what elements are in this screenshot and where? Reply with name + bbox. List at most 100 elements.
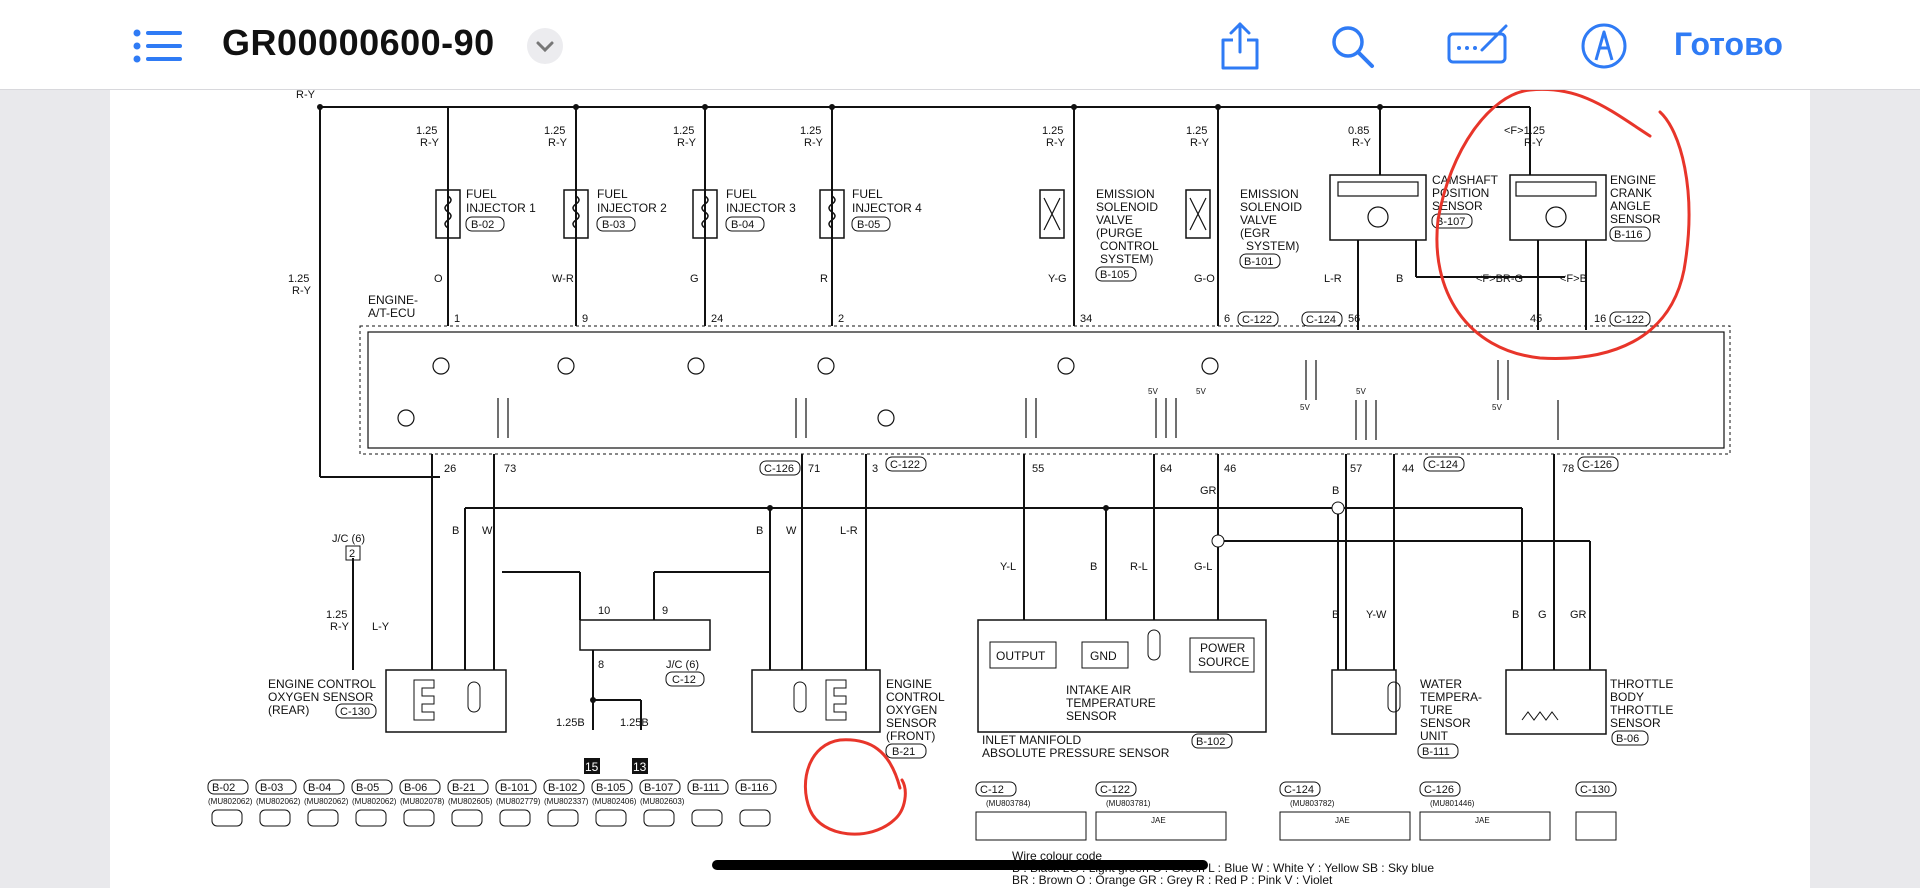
svg-text:1.25: 1.25	[544, 125, 565, 137]
connector-tag	[1095, 781, 1137, 797]
svg-text:B-116: B-116	[1614, 229, 1643, 241]
svg-text:SYSTEM): SYSTEM)	[1246, 239, 1299, 253]
svg-text:B-21: B-21	[892, 746, 915, 758]
svg-text:C-130: C-130	[340, 706, 370, 718]
connector-tag	[1575, 781, 1617, 797]
connector-tag	[735, 779, 777, 795]
list-icon[interactable]	[132, 26, 184, 66]
svg-text:8: 8	[598, 659, 604, 671]
svg-text:5V: 5V	[1148, 387, 1158, 396]
home-indicator	[712, 860, 1208, 870]
connector-part-code: (MU802603)	[640, 797, 685, 806]
svg-text:B-111: B-111	[1422, 746, 1450, 758]
svg-text:2: 2	[838, 313, 844, 325]
svg-text:WATER: WATER	[1420, 677, 1462, 691]
svg-text:EMISSION: EMISSION	[1096, 187, 1155, 201]
connector-shape	[451, 809, 483, 827]
svg-text:C-122: C-122	[1614, 314, 1644, 326]
document-title[interactable]: GR00000600-90	[222, 22, 495, 63]
done-button[interactable]: Готово	[1674, 26, 1783, 62]
svg-text:SENSOR: SENSOR	[1066, 709, 1117, 723]
red-annotation-circle-b116	[803, 738, 907, 836]
svg-text:24: 24	[711, 313, 723, 325]
fuel-injector-4: 1.25 R-Y FUEL INJECTOR 4 B-05 R 2	[800, 125, 922, 325]
connector-tag	[495, 779, 537, 795]
svg-text:G-O: G-O	[1194, 273, 1215, 285]
svg-text:FUEL: FUEL	[597, 187, 628, 201]
pen-icon[interactable]	[1580, 22, 1628, 70]
connector-tag-label: B-101	[500, 782, 529, 794]
connector-tag-label: C-124	[1284, 784, 1314, 796]
svg-text:INLET MANIFOLD: INLET MANIFOLD	[982, 733, 1081, 747]
connector-pin-grid	[1095, 811, 1227, 841]
svg-text:5V: 5V	[1300, 403, 1310, 412]
search-icon[interactable]	[1330, 24, 1376, 70]
connector-tag-label: B-06	[404, 782, 427, 794]
svg-text:B: B	[1512, 609, 1519, 621]
svg-text:R-Y: R-Y	[1524, 137, 1544, 149]
svg-text:(FRONT): (FRONT)	[886, 729, 935, 743]
document-page[interactable]: R-Y 1.25 R-Y FUEL INJECTOR 1 B-02 O 1 1.…	[110, 90, 1810, 888]
connector-shape	[259, 809, 291, 827]
svg-text:ANGLE: ANGLE	[1610, 199, 1651, 213]
svg-text:INJECTOR 4: INJECTOR 4	[852, 201, 922, 215]
svg-text:B-02: B-02	[471, 219, 494, 231]
connector-part-code: (MU802062)	[208, 797, 253, 806]
svg-text:BR : Brown O : Orange GR: BR : Brown O : Orange GR : Grey R : Red …	[1012, 873, 1333, 887]
svg-text:(REAR): (REAR)	[268, 703, 309, 717]
connector-part-code: (MU803784)	[986, 799, 1031, 808]
svg-text:64: 64	[1160, 463, 1172, 475]
fuel-injector-1: 1.25 R-Y FUEL INJECTOR 1 B-02 O 1	[416, 125, 536, 325]
connector-tag-label: B-02	[212, 782, 235, 794]
markup-icon[interactable]	[1446, 22, 1512, 68]
connector-part-code: (MU802062)	[256, 797, 301, 806]
svg-text:34: 34	[1080, 313, 1092, 325]
svg-text:CONTROL: CONTROL	[1100, 239, 1159, 253]
svg-text:B-04: B-04	[731, 219, 754, 231]
svg-text:GND: GND	[1090, 649, 1117, 663]
connector-part-code: (MU802337)	[544, 797, 589, 806]
connector-tag	[351, 779, 393, 795]
connector-tag-label: B-111	[692, 782, 720, 794]
svg-text:ENGINE: ENGINE	[886, 677, 932, 691]
svg-text:EMISSION: EMISSION	[1240, 187, 1299, 201]
connector-tag	[591, 779, 633, 795]
svg-text:INJECTOR 2: INJECTOR 2	[597, 201, 667, 215]
connector-part-code: (MU802062)	[352, 797, 397, 806]
svg-text:OXYGEN: OXYGEN	[886, 703, 937, 717]
svg-text:57: 57	[1350, 463, 1362, 475]
svg-text:B: B	[1090, 561, 1097, 573]
emission-solenoid-valve-egr: 1.25 R-Y EMISSION SOLENOID VALVE (EGR SY…	[1185, 125, 1302, 327]
svg-text:SENSOR: SENSOR	[1610, 716, 1661, 730]
connector-tag-label: C-12	[980, 784, 1004, 796]
svg-text:Y-G: Y-G	[1048, 273, 1067, 285]
svg-text:9: 9	[662, 605, 668, 617]
connector-part-code: (MU801446)	[1430, 799, 1475, 808]
svg-text:ENGINE: ENGINE	[1610, 173, 1656, 187]
svg-text:B: B	[756, 525, 763, 537]
wire-color-labels: B W B W L-R Y-L B R-L G-L GR B B Y-W B G…	[452, 485, 1587, 621]
svg-text:0.85: 0.85	[1348, 125, 1369, 137]
svg-text:1.25: 1.25	[416, 125, 437, 137]
connector-tag-label: B-107	[644, 782, 673, 794]
connector-part-code: (MU802062)	[304, 797, 349, 806]
connector-tag	[543, 779, 585, 795]
connector-shape	[307, 809, 339, 827]
svg-text:3: 3	[872, 463, 878, 475]
share-icon[interactable]	[1218, 20, 1262, 72]
svg-text:GR: GR	[1200, 485, 1217, 497]
svg-text:9: 9	[582, 313, 588, 325]
svg-text:C-124: C-124	[1428, 459, 1458, 471]
connector-tag-label: B-102	[548, 782, 577, 794]
svg-text:OXYGEN SENSOR: OXYGEN SENSOR	[268, 690, 374, 704]
svg-text:SENSOR: SENSOR	[1420, 716, 1471, 730]
svg-text:L-Y: L-Y	[372, 621, 390, 633]
svg-text:TEMPERATURE: TEMPERATURE	[1066, 696, 1156, 710]
connector-shape	[403, 809, 435, 827]
svg-text:B-102: B-102	[1196, 736, 1225, 748]
connector-part-code: (MU802605)	[448, 797, 493, 806]
svg-text:R-Y: R-Y	[330, 621, 350, 633]
chevron-down-icon[interactable]	[527, 28, 563, 64]
svg-text:R-Y: R-Y	[804, 137, 824, 149]
